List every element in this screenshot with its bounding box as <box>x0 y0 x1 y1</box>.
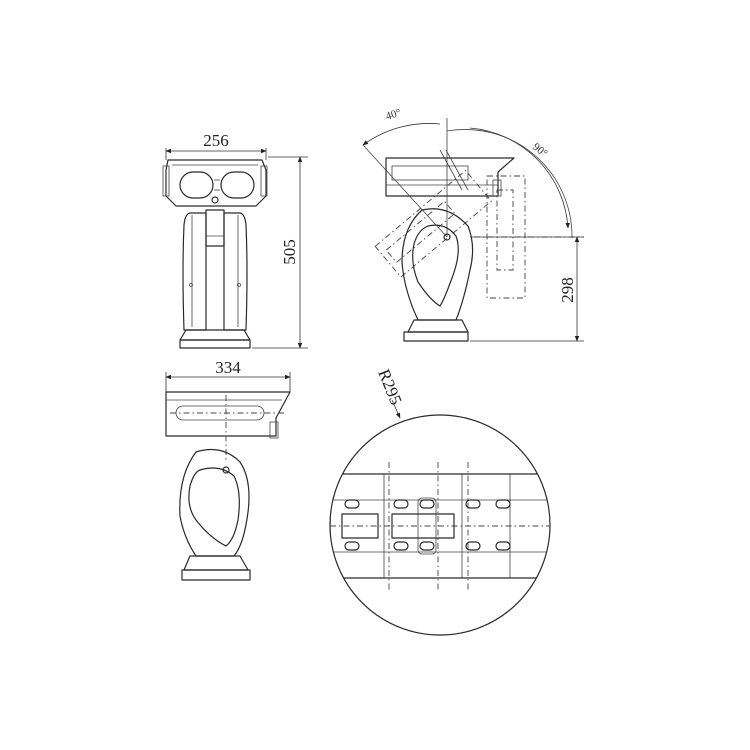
side-width-dimension: 334 <box>215 358 241 377</box>
tilt-up-angle: 40° <box>384 107 402 123</box>
tilt-height-dimension: 298 <box>558 277 577 303</box>
front-height-dimension: 505 <box>280 239 299 265</box>
front-width-dimension: 256 <box>203 131 229 150</box>
tilt-down-angle: 90° <box>530 141 550 160</box>
top-view: R295 <box>329 366 551 636</box>
front-view: 256 505 <box>162 131 308 349</box>
side-view: 334 <box>165 358 291 581</box>
tilt-side-view: 40° 90° 298 <box>362 107 584 342</box>
radius-dimension: R295 <box>374 366 405 407</box>
